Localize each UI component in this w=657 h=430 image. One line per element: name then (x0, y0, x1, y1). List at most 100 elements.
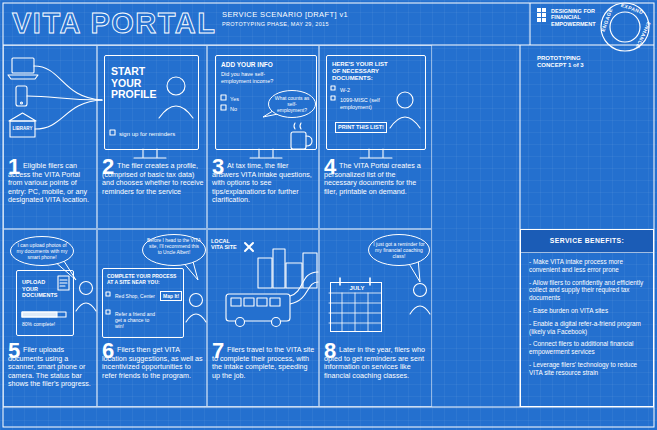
person-head (167, 77, 185, 95)
step-description: Filer uploads documents using a scanner,… (8, 346, 94, 389)
bus-wheel (272, 318, 281, 327)
phase-date: PROTOTYPING PHASE, MAY 29, 2015 (222, 21, 329, 28)
ring-inner (610, 12, 640, 42)
benefit-item: - Make VITA intake process more convenie… (529, 258, 645, 274)
concept-label: PROTOTYPING CONCEPT 1 of 3 (537, 55, 601, 69)
logo-divider (530, 3, 531, 45)
mug-steam (294, 123, 301, 129)
benefit-item: - Connect filers to additional financial… (529, 340, 645, 356)
calendar: JULY (330, 282, 382, 332)
logo-mark (537, 8, 546, 22)
logo-square (537, 18, 541, 22)
speech-bubble: What counts as self-employment? (268, 90, 316, 118)
screen-text: 80% complete! (22, 321, 55, 327)
speech-bubble: I just got a reminder for my financial c… (368, 234, 430, 266)
list-bullet (331, 96, 335, 100)
screen-text: START YOUR PROFILE (111, 66, 161, 101)
screen-text: HERE'S YOUR LIST OF NECESSARY DOCUMENTS: (332, 61, 394, 82)
logo-square (542, 13, 546, 17)
progress-fill (22, 312, 57, 317)
screen-text: W-2 (340, 87, 350, 94)
screen-text: Red Shop, Center (115, 293, 155, 299)
benefit-item: - Leverage filers' technology to reduce … (529, 361, 645, 377)
print-button: PRINT THIS LIST! (335, 122, 387, 133)
step-description: The VITA Portal creates a personalized l… (324, 162, 429, 196)
device-screen: COMPLETE YOUR PROCESS AT A SITE NEAR YOU… (102, 268, 184, 338)
road-edge (290, 272, 318, 296)
speech-text: Before I head to the VITA site, I'll rec… (147, 238, 201, 255)
phone-button (21, 102, 23, 104)
building (286, 263, 302, 288)
site-marker (245, 243, 253, 251)
step-panel: 4The VITA Portal creates a personalized … (319, 45, 432, 229)
speech-text: I can upload photos of my documents with… (16, 242, 68, 260)
screen-text: 1099-MISC (self employment) (340, 97, 388, 110)
step-panel: 1Eligible filers can access the VITA Por… (3, 45, 97, 229)
step-panel: 6Filers then get VITA location suggestio… (97, 229, 207, 407)
laptop-base (8, 75, 38, 79)
progress-bar (22, 312, 66, 317)
screen-text: Refer a friend and get a chance to win! (115, 311, 157, 329)
speech-bubble: Before I head to the VITA site, I'll rec… (142, 234, 206, 266)
bus-wheel (236, 318, 245, 327)
checkbox (106, 292, 110, 296)
calendar-grid (329, 293, 381, 331)
frame-lines (3, 3, 654, 427)
road-edge (290, 282, 318, 304)
person-head (80, 282, 93, 295)
logo-square (542, 8, 546, 12)
step-description: Later in the year, filers who opted to g… (324, 346, 429, 380)
monitor-stand (134, 149, 166, 158)
checkbox (106, 310, 110, 314)
organization-name: DESIGNING FOR FINANCIAL EMPOWERMENT (551, 8, 599, 27)
step-description: At tax time, the filer answers VITA inta… (212, 162, 316, 205)
person-body (390, 117, 420, 128)
building (258, 258, 272, 288)
site-sign: LOCAL VITA SITE (211, 238, 241, 251)
library-building (10, 121, 35, 137)
bus-window (270, 298, 280, 306)
person-body (410, 306, 430, 314)
benefits-panel: SERVICE BENEFITS: - Make VITA intake proc… (520, 229, 654, 407)
person-body (159, 106, 193, 118)
person-head (397, 92, 413, 108)
step-panel: 7Filers travel to the VITA site to compl… (207, 229, 319, 407)
step-panel: 3At tax time, the filer answers VITA int… (207, 45, 319, 229)
bus-window (231, 298, 241, 306)
coffee-mug (291, 132, 306, 149)
step-description: Filers travel to the VITA site to comple… (212, 346, 316, 380)
ring-outer (601, 3, 649, 51)
monitor-stand (360, 149, 392, 158)
ring-word: ENHANCE (634, 21, 650, 49)
step-description: Eligible filers can access the VITA Port… (8, 162, 94, 205)
checkbox (221, 95, 226, 100)
device-screen: ADD YOUR INFO Did you have self-employmen… (215, 55, 317, 150)
bubble-body (369, 235, 430, 266)
access-wire (27, 96, 102, 100)
benefit-item: - Enable a digital refer-a-friend progra… (529, 320, 645, 336)
screen-text: COMPLETE YOUR PROCESS AT A SITE NEAR YOU… (107, 273, 179, 285)
map-button: Map It! (160, 291, 182, 301)
checkbox (221, 105, 226, 110)
calendar-month: JULY (331, 285, 383, 292)
screen-text: sign up for reminders (119, 131, 175, 138)
screen-text: Yes (230, 96, 239, 103)
speech-text: What counts as self-employment? (273, 95, 311, 113)
bus-body (226, 294, 290, 321)
bus-window (257, 298, 267, 306)
benefit-item: - Ease burden on VITA sites (529, 307, 645, 315)
screen-text: ADD YOUR INFO (221, 61, 273, 69)
benefit-item: - Allow filers to confidently and effici… (529, 279, 645, 302)
checkbox (110, 130, 115, 135)
person-head (414, 284, 427, 297)
step-description: Filers then get VITA location suggestion… (102, 346, 204, 380)
bubble-body (11, 237, 74, 266)
ring-word: EXPAND (620, 2, 644, 15)
screen-text: Did you have self-employment income? (221, 71, 277, 84)
list-bullet (331, 86, 335, 90)
access-wire (34, 66, 102, 100)
section-heading: SERVICE BENEFITS: (521, 230, 653, 253)
speech-text: I just got a reminder for my financial c… (373, 241, 425, 259)
screen-text: UPLOAD YOUR DOCUMENTS (22, 279, 58, 299)
step-panel: 5Filer uploads documents using a scanner… (3, 229, 97, 407)
